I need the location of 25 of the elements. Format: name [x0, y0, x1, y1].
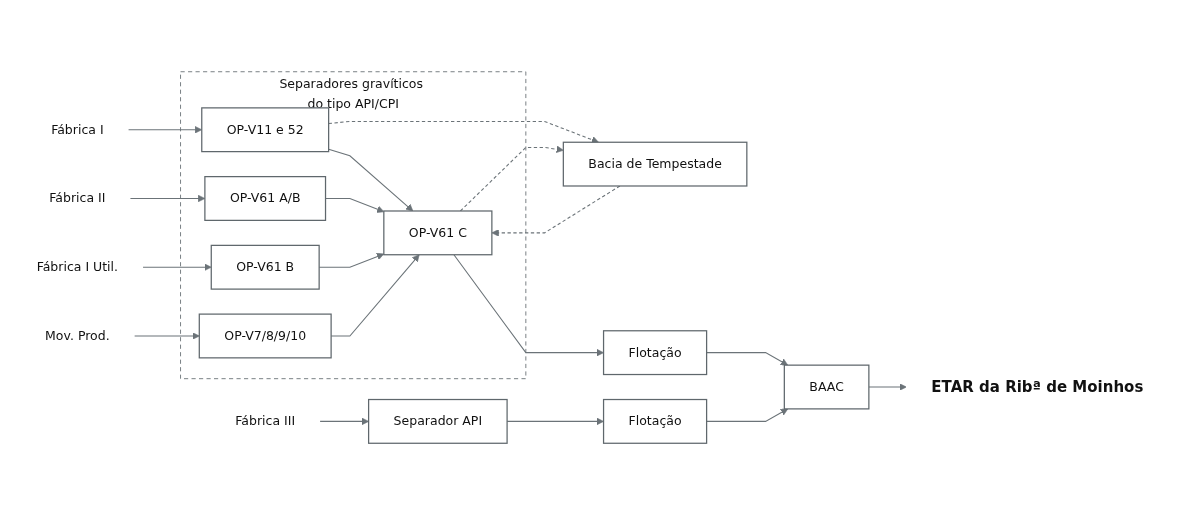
- arrow: [330, 254, 419, 337]
- node-text: Fábrica III: [234, 413, 295, 429]
- arrow: [319, 417, 369, 426]
- node-text: Mov. Prod.: [44, 328, 110, 344]
- arrow: [327, 148, 413, 212]
- node-text: Fábrica II: [48, 190, 105, 206]
- node-text: ETAR da Ribª de Moinhos: [930, 378, 1143, 396]
- arrow: [452, 254, 604, 357]
- node-box: OP-V61 A/B: [203, 176, 326, 221]
- node-box: BAAC: [783, 364, 869, 410]
- arrow: [129, 194, 205, 203]
- arrow: [318, 252, 384, 268]
- node-box: OP-V11 e 52: [200, 107, 329, 153]
- node-box: Flotação: [602, 330, 707, 376]
- arrow: [127, 126, 202, 134]
- node-box: Flotação: [602, 398, 707, 444]
- node-text: Fábrica I Util.: [36, 259, 118, 275]
- node-box: OP-V61 C: [382, 210, 492, 256]
- arrow: [491, 185, 620, 237]
- node-box: OP-V61 B: [210, 244, 320, 290]
- node-text: Fábrica I: [50, 122, 104, 138]
- node-box: Bacia de Tempestade: [562, 141, 747, 187]
- node-box: Separador API: [367, 398, 508, 444]
- node-box: OP-V7/8/9/10: [198, 313, 332, 359]
- arrow: [506, 417, 604, 426]
